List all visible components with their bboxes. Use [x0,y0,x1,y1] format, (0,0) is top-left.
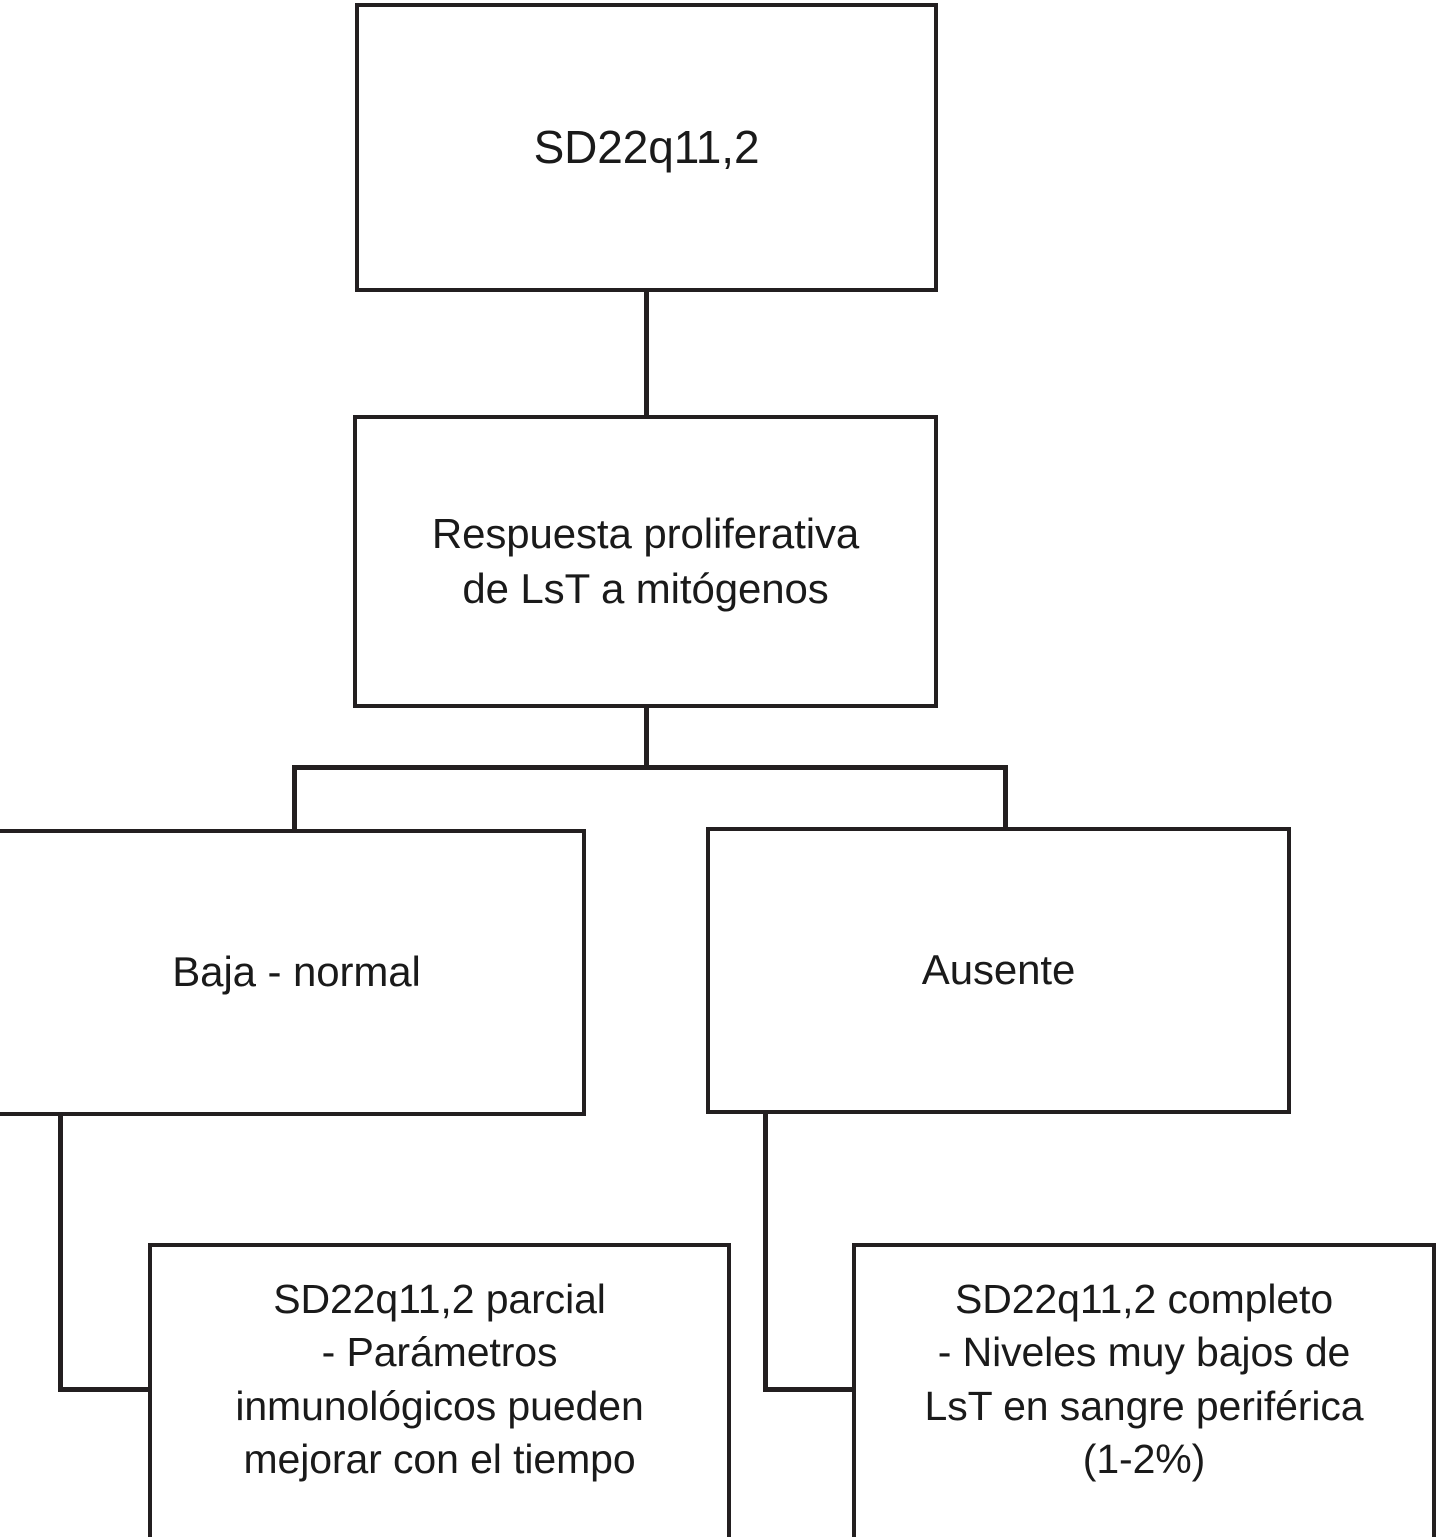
node-sd22q11-2-completo: SD22q11,2 completo - Niveles muy bajos d… [852,1243,1436,1537]
node-ausente-label: Ausente [921,946,1076,994]
node-respuesta-proliferativa-label: Respuesta proliferativa de LsT a mitógen… [431,509,860,612]
node-ausente: Ausente [706,827,1291,1114]
connector-response-stem [644,704,649,770]
node-sd22q11-2-completo-label: SD22q11,2 completo - Niveles muy bajos d… [924,1276,1364,1482]
connector-low-normal-to-partial [58,1387,152,1392]
node-sd22q11-2-parcial: SD22q11,2 parcial - Parámetros inmunológ… [148,1243,731,1537]
node-baja-normal-label: Baja - normal [172,948,421,996]
connector-split-bar [292,765,1008,770]
connector-split-right-drop [1003,765,1008,831]
node-sd22q11-2-parcial-label: SD22q11,2 parcial - Parámetros inmunológ… [235,1276,644,1482]
node-sd22q11-2: SD22q11,2 [355,3,938,292]
node-sd22q11-2-label: SD22q11,2 [533,120,760,173]
node-baja-normal: Baja - normal [0,829,586,1116]
connector-absent-to-complete [763,1387,856,1392]
connector-root-to-response [644,288,649,419]
connector-absent-drop [763,1110,768,1392]
node-respuesta-proliferativa: Respuesta proliferativa de LsT a mitógen… [353,415,938,708]
connector-split-left-drop [292,765,297,833]
connector-low-normal-drop [58,1112,63,1392]
